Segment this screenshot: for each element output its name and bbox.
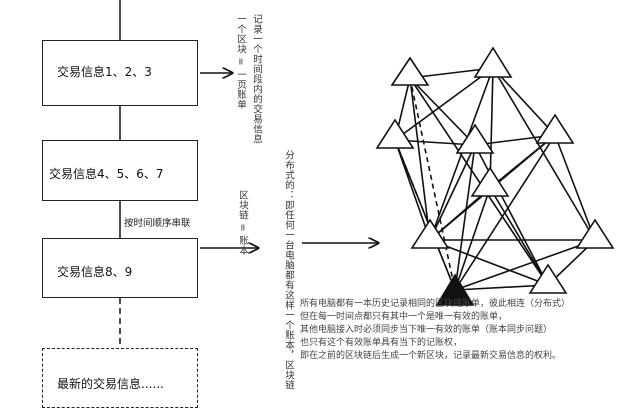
node-triangle — [528, 263, 568, 294]
block-1-label: 交易信息1、2、3 — [57, 65, 152, 79]
network-links — [394, 67, 596, 291]
chain-equals-ledger-note: 区块链 = 账本 — [237, 190, 248, 256]
block-3: 交易信息8、9 — [42, 238, 198, 298]
paragraph-line: 但在每一时间点都只有其中一个是唯一有效的账单， — [300, 312, 508, 322]
sync-links — [394, 77, 456, 291]
block-2-label: 交易信息4、5、6、7 — [49, 167, 164, 181]
block-1: 交易信息1、2、3 — [42, 40, 198, 106]
node-triangle — [410, 218, 450, 249]
node-triangle — [390, 56, 430, 86]
paragraph-line: 所有电脑都有一本历史记录相同的区块链账单，彼此相连（分布式） — [300, 299, 571, 309]
explanation-paragraph: 所有电脑都有一本历史记录相同的区块链账单，彼此相连（分布式） 但在每一时间点都只… — [300, 298, 638, 363]
paragraph-line: 其他电脑接入时必须同步当下唯一有效的账单（账本同步问题） — [300, 325, 553, 335]
distributed-note: 分布式的：即任何一台电脑都有这样一个账本，区块链 — [283, 150, 294, 390]
latest-block: 最新的交易信息...... — [42, 348, 198, 408]
node-triangle — [535, 113, 575, 144]
node-triangle — [470, 166, 510, 197]
latest-block-label: 最新的交易信息...... — [57, 377, 164, 391]
block-definition-note: 记录一个时间段内的交易信息 — [251, 14, 262, 144]
network-nodes — [375, 46, 615, 294]
paragraph-line: 也只有这个有效账单具有当下的记账权， — [300, 338, 463, 348]
block-equals-page-note: 一个区块 = 一页账单 — [235, 14, 246, 110]
block-2: 交易信息4、5、6、7 — [42, 140, 198, 201]
chain-link-label: 按时间顺序串联 — [124, 215, 191, 229]
node-triangle — [575, 218, 615, 249]
node-triangle — [473, 46, 513, 78]
paragraph-line: 即在之前的区块链后生成一个新区块，记录最新交易信息的权利。 — [300, 351, 562, 361]
block-3-label: 交易信息8、9 — [57, 265, 133, 279]
node-triangle — [375, 118, 415, 149]
node-triangle — [455, 123, 495, 154]
active-node-triangle — [435, 273, 475, 306]
